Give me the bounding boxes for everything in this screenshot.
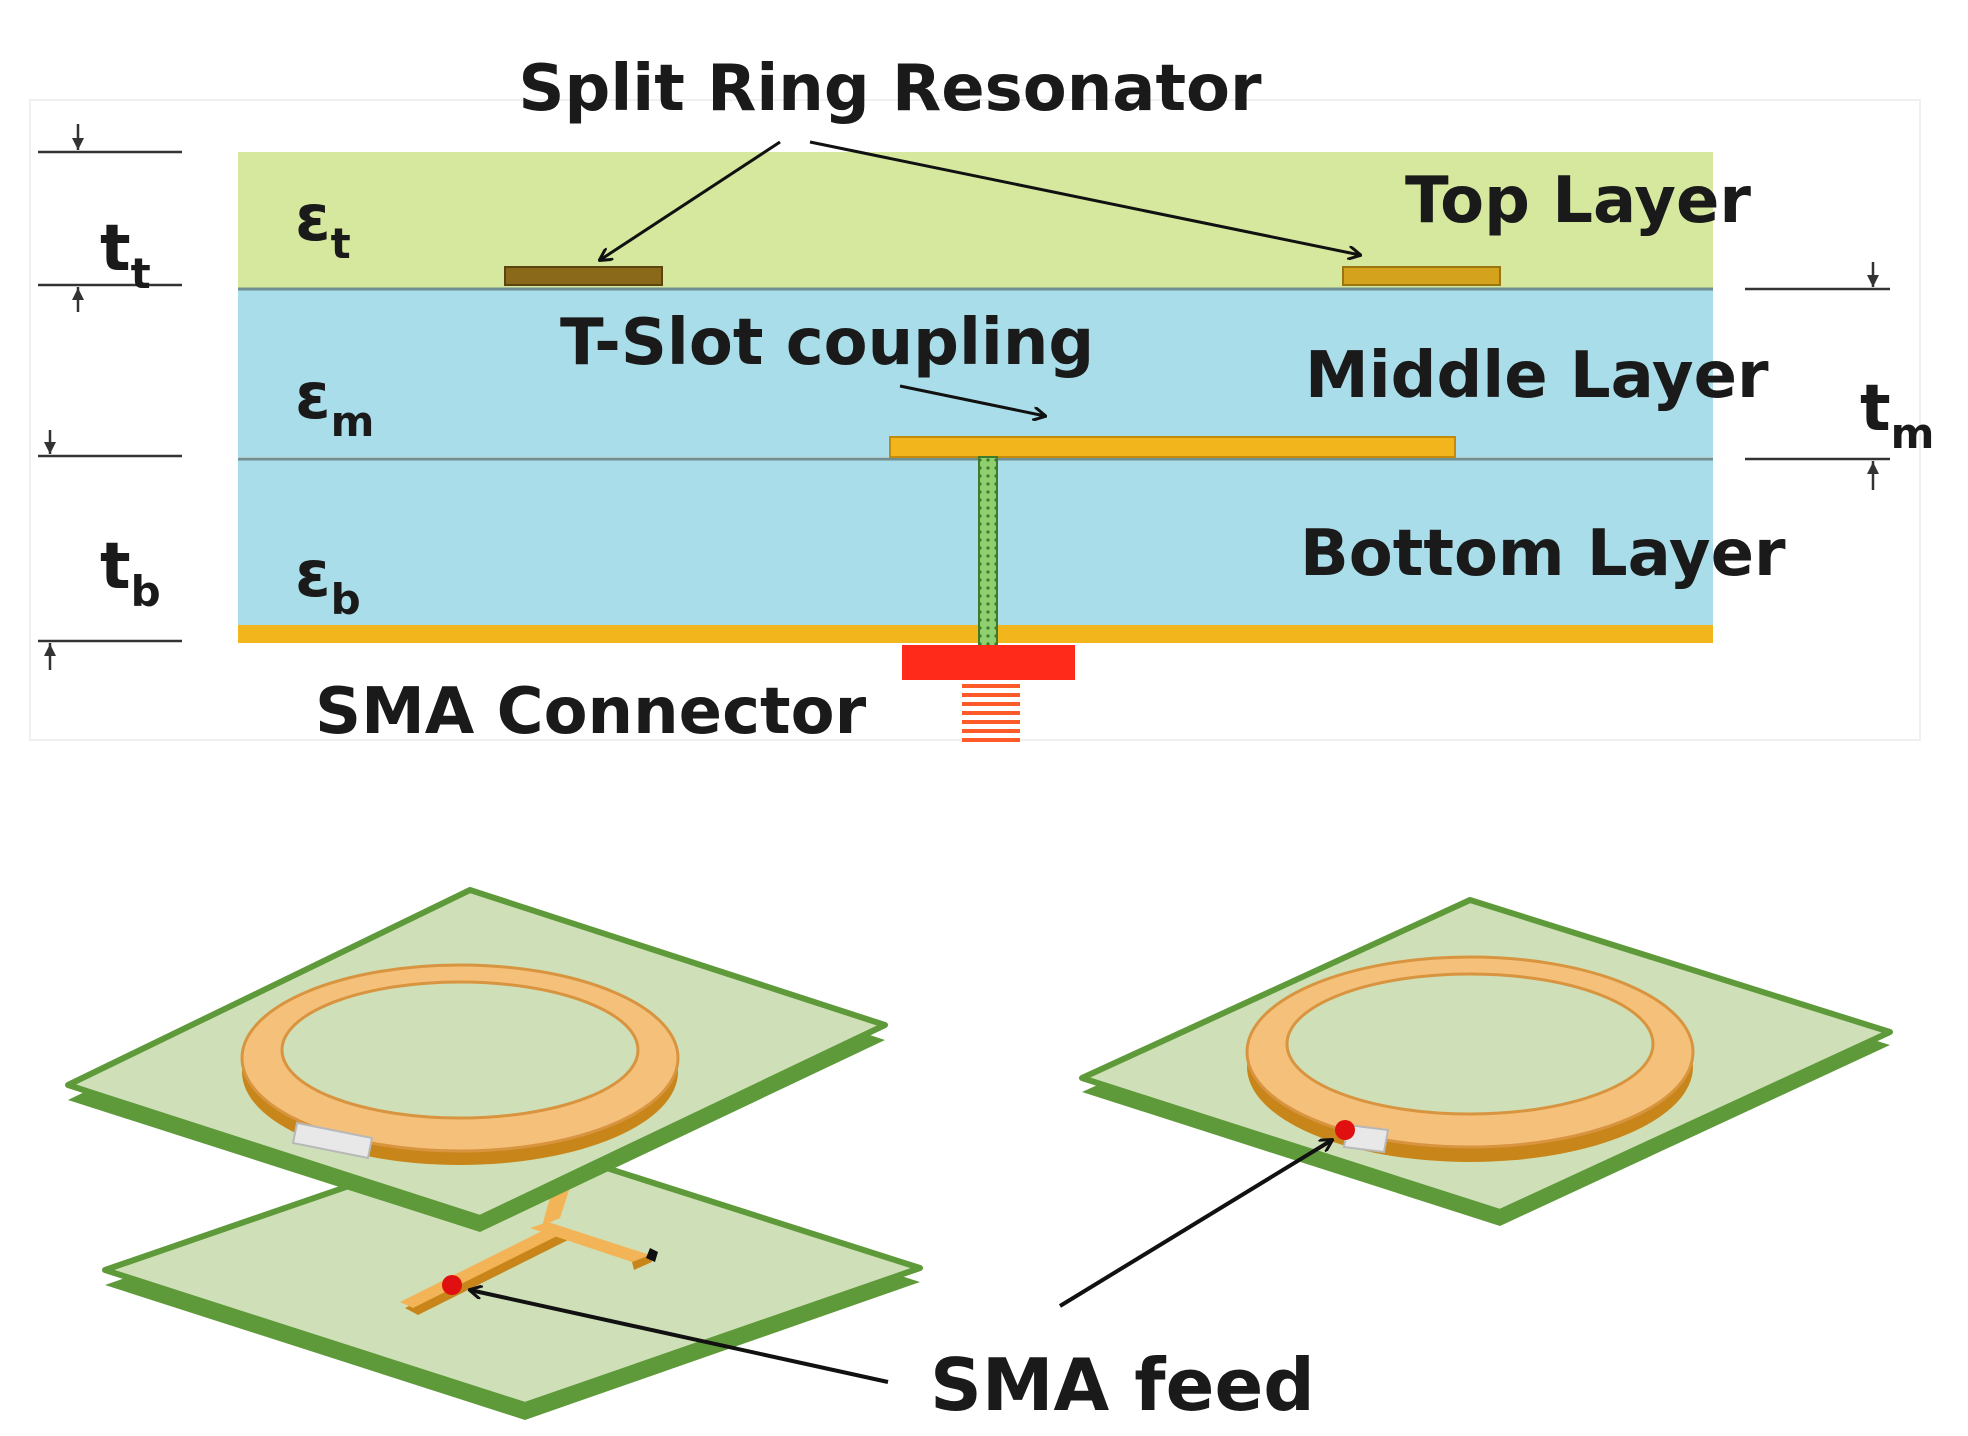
middle-layer-label: Middle Layer bbox=[1305, 339, 1769, 413]
srr-arrow-left bbox=[600, 140, 781, 260]
sma-feed-arrow-lower bbox=[470, 1290, 889, 1384]
lower-feed-point bbox=[442, 1275, 462, 1295]
upper-feed-point bbox=[1335, 1120, 1355, 1140]
bottom-layer bbox=[238, 460, 1713, 625]
top-layer-label: Top Layer bbox=[1405, 164, 1751, 238]
cross-section: Split Ring Resonator Top Layer Middle La… bbox=[29, 52, 1934, 749]
sma-connector-label: SMA Connector bbox=[315, 675, 867, 749]
srr-arrow-right bbox=[809, 140, 1360, 255]
sma-feed-arrow-upper bbox=[1058, 1140, 1332, 1308]
ground-plane bbox=[238, 625, 1713, 643]
epsilon-middle-label: εm bbox=[295, 360, 374, 446]
bottom-layer-label: Bottom Layer bbox=[1300, 517, 1786, 591]
upper-right-ring bbox=[1245, 955, 1695, 1162]
t-slot-label: T-Slot coupling bbox=[560, 306, 1094, 380]
middle-layer bbox=[238, 289, 1713, 457]
epsilon-top-label: εt bbox=[295, 182, 351, 268]
sma-connector-pin bbox=[962, 681, 1020, 745]
srr-strip-right bbox=[1342, 266, 1501, 286]
thickness-top-label: tt bbox=[100, 212, 151, 298]
t-slot-arrow bbox=[899, 384, 1045, 416]
sma-feed-label: SMA feed bbox=[930, 1343, 1315, 1427]
srr-title-label: Split Ring Resonator bbox=[518, 52, 1262, 126]
epsilon-bottom-label: εb bbox=[295, 538, 361, 624]
t-slot-line bbox=[889, 436, 1456, 458]
srr-strip-left bbox=[504, 266, 663, 286]
upper-left-ring bbox=[240, 963, 680, 1165]
thickness-middle-label: tm bbox=[1860, 372, 1934, 458]
isometric-views: SMA feed bbox=[65, 887, 1893, 1427]
sma-connector-body bbox=[902, 645, 1075, 680]
feed-via bbox=[978, 456, 998, 648]
thickness-bottom-label: tb bbox=[100, 530, 161, 616]
